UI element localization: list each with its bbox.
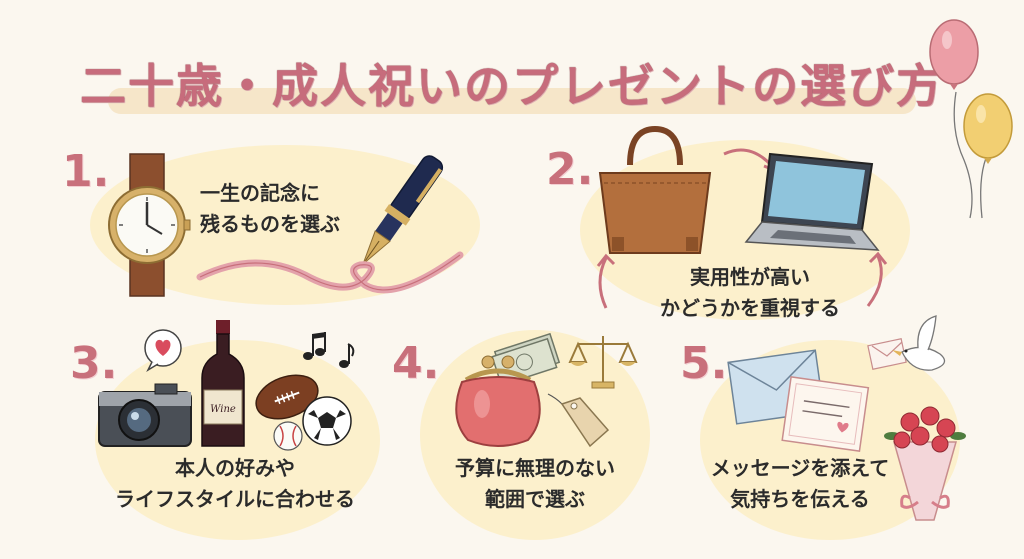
item-5-caption: メッセージを添えて 気持ちを伝える	[690, 453, 910, 515]
item-4-caption-line1: 予算に無理のない	[455, 456, 615, 480]
camera-icon	[98, 383, 192, 447]
soccer-ball-icon	[302, 396, 352, 446]
item-3-caption-line2: ライフスタイルに合わせる	[115, 487, 355, 511]
item-2-number: 2.	[546, 144, 594, 195]
item-4-number: 4.	[392, 338, 440, 389]
item-5-number: 5.	[680, 338, 728, 389]
item-4-caption: 予算に無理のない 範囲で選ぶ	[420, 453, 650, 515]
item-3-number: 3.	[70, 338, 118, 389]
wine-label: Wine	[210, 404, 236, 415]
fountain-pen-icon	[361, 155, 444, 266]
item-2-caption-line1: 実用性が高い	[690, 265, 810, 289]
item-2-caption-line2: かどうかを重視する	[660, 296, 840, 320]
heart-bubble-icon	[144, 329, 182, 372]
item-1-caption: 一生の記念に 残るものを選ぶ	[200, 178, 340, 240]
item-1-caption-line1: 一生の記念に	[200, 181, 320, 205]
dove-icon	[867, 315, 946, 371]
item-1-caption-line2: 残るものを選ぶ	[200, 212, 340, 236]
letter-card-icon	[781, 376, 870, 452]
page-title: 二十歳・成人祝いのプレゼントの選び方	[80, 59, 944, 113]
balance-scale-icon	[568, 336, 638, 389]
item-4-caption-line2: 範囲で選ぶ	[485, 487, 585, 511]
rugby-ball-icon	[255, 374, 319, 420]
balloons-icon	[929, 19, 1013, 219]
item-1-number: 1.	[62, 146, 110, 197]
bouquet-icon	[884, 406, 966, 521]
curved-arrow-icon	[866, 251, 888, 307]
wine-bottle-icon: Wine	[201, 320, 245, 447]
price-tag-icon	[547, 393, 610, 448]
laptop-icon	[744, 152, 880, 251]
coin-purse-icon	[455, 355, 541, 447]
curved-arrow-icon	[596, 253, 616, 309]
baseball-icon	[273, 421, 303, 451]
tote-bag-icon	[598, 125, 712, 254]
item-5-caption-line1: メッセージを添えて	[710, 456, 890, 480]
music-notes-icon	[303, 332, 355, 368]
title-section: 二十歳・成人祝いのプレゼントの選び方	[0, 0, 1024, 130]
ribbon-icon	[196, 251, 464, 294]
item-5-caption-line2: 気持ちを伝える	[730, 487, 870, 511]
item-3-caption-line1: 本人の好みや	[175, 456, 295, 480]
title-highlight-band	[108, 88, 916, 114]
wristwatch-icon	[108, 153, 191, 297]
item-3-caption: 本人の好みや ライフスタイルに合わせる	[80, 453, 390, 515]
item-2-caption: 実用性が高い かどうかを重視する	[640, 262, 860, 324]
